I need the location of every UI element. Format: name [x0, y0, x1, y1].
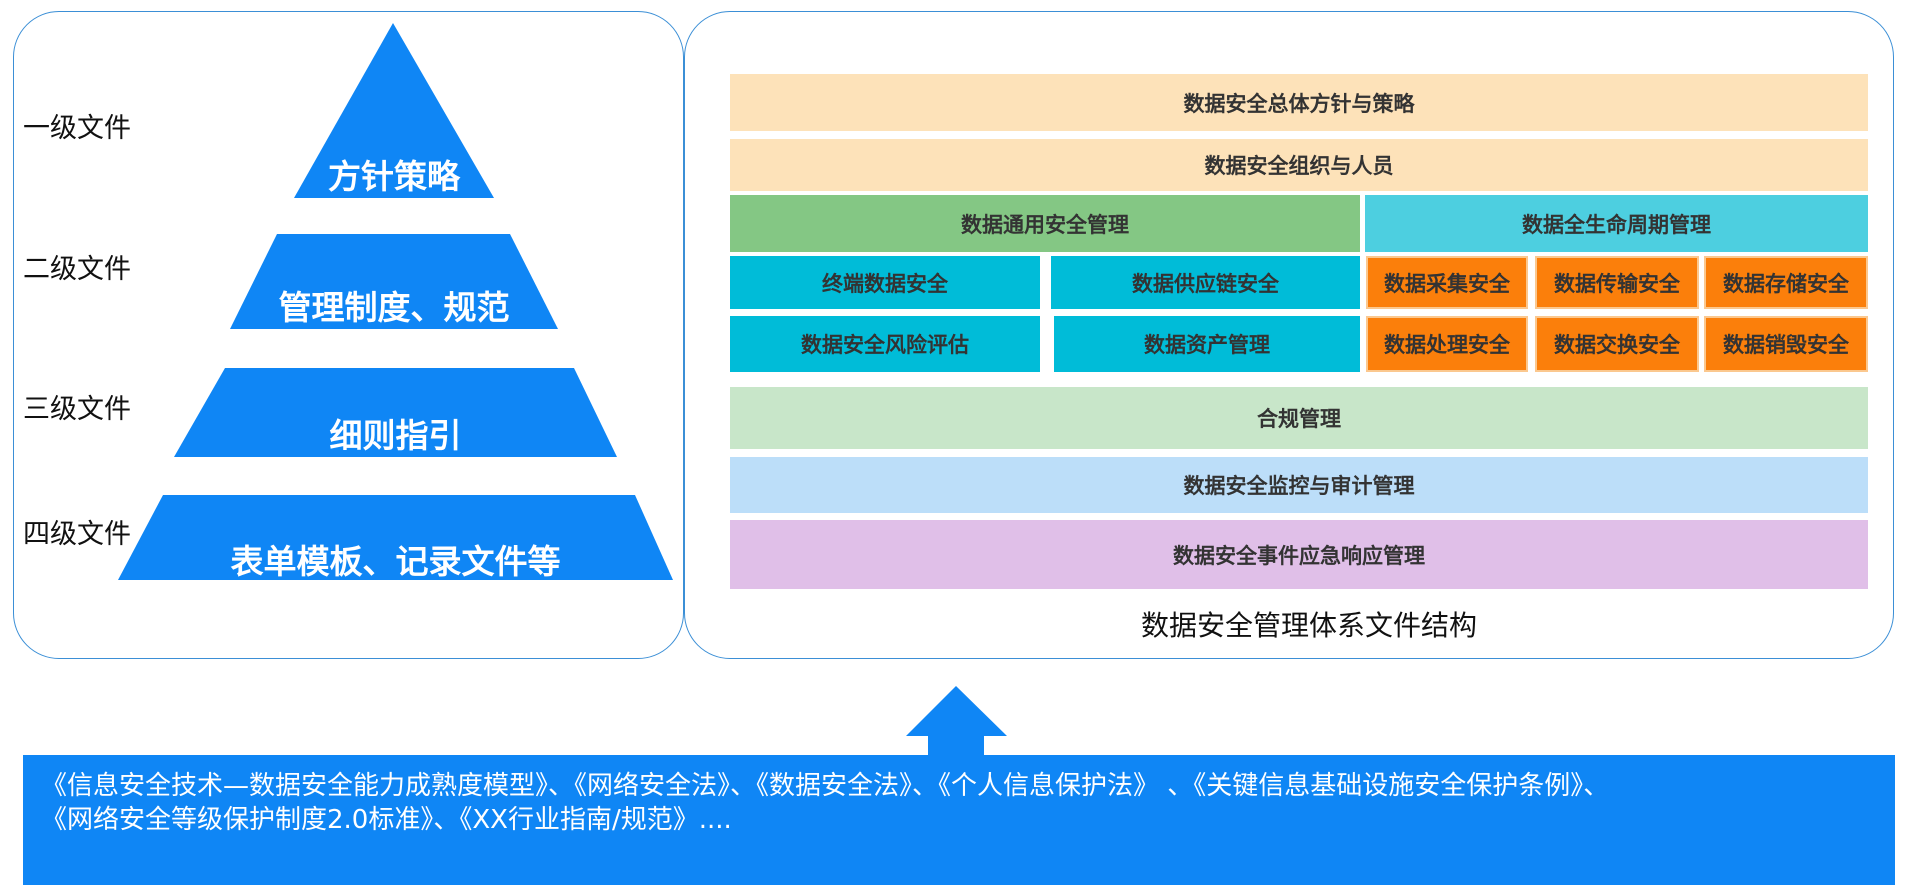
lifecycle-item-exchange: 数据交换安全: [1535, 316, 1699, 372]
pyramid-tier-4-text: 表单模板、记录文件等: [230, 542, 561, 581]
pyramid-tier-2-text: 管理制度、规范: [278, 288, 510, 327]
level-3-label: 三级文件: [23, 394, 131, 425]
level-1-label: 一级文件: [23, 113, 131, 144]
pyramid-tier-3-shape: [174, 368, 617, 457]
lifecycle-item-transmission: 数据传输安全: [1535, 256, 1699, 309]
lifecycle-mgmt-header: 数据全生命周期管理: [1365, 195, 1868, 252]
general-item-supply-chain: 数据供应链安全: [1051, 256, 1360, 309]
general-item-risk-assessment: 数据安全风险评估: [730, 316, 1040, 372]
compliance-row: 合规管理: [730, 387, 1868, 449]
level-2-label: 二级文件: [23, 254, 131, 285]
organization-row: 数据安全组织与人员: [730, 139, 1868, 191]
incident-response-row: 数据安全事件应急响应管理: [730, 520, 1868, 589]
pyramid-tier-3-text: 细则指引: [329, 416, 462, 455]
lifecycle-item-destruction: 数据销毁安全: [1704, 316, 1868, 372]
monitoring-row: 数据安全监控与审计管理: [730, 457, 1868, 513]
structure-caption: 数据安全管理体系文件结构: [1140, 609, 1477, 642]
level-4-label: 四级文件: [23, 519, 131, 550]
pyramid-tier-2-shape: [230, 234, 558, 329]
pyramid-graphic: [118, 23, 673, 580]
lifecycle-item-storage: 数据存储安全: [1704, 256, 1868, 309]
source-laws-box: 《信息安全技术—数据安全能力成熟度模型》、《网络安全法》、《数据安全法》、《个人…: [23, 755, 1895, 885]
policy-row: 数据安全总体方针与策略: [730, 74, 1868, 131]
source-laws-text: 《信息安全技术—数据安全能力成熟度模型》、《网络安全法》、《数据安全法》、《个人…: [41, 769, 1877, 837]
lifecycle-item-collection: 数据采集安全: [1366, 256, 1528, 309]
lifecycle-item-processing: 数据处理安全: [1366, 316, 1528, 372]
pyramid-tier-4-shape: [118, 495, 673, 580]
general-mgmt-header: 数据通用安全管理: [730, 195, 1360, 252]
general-item-asset-mgmt: 数据资产管理: [1054, 316, 1360, 372]
pyramid-tier-1-shape: [294, 23, 494, 198]
pyramid-tier-1-text: 方针策略: [328, 157, 460, 196]
source-laws-line-2: 《网络安全等级保护制度2.0标准》、《XX行业指南/规范》....: [41, 805, 732, 835]
source-laws-line-1: 《信息安全技术—数据安全能力成熟度模型》、《网络安全法》、《数据安全法》、《个人…: [41, 771, 1610, 801]
general-item-terminal: 终端数据安全: [730, 256, 1040, 309]
